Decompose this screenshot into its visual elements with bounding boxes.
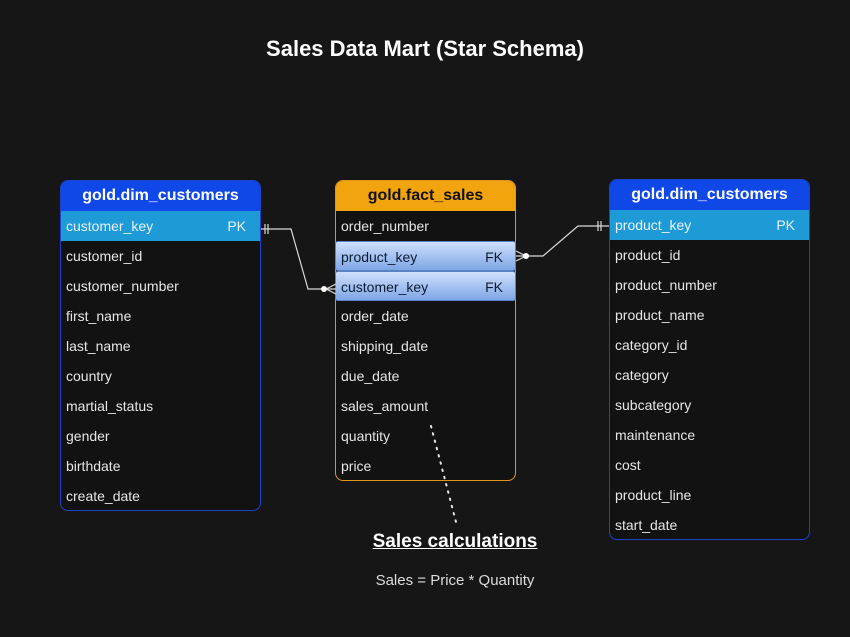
table-row[interactable]: martial_status [61,391,260,421]
table-row[interactable]: quantity [336,421,515,451]
table-header: gold.fact_sales [336,181,515,211]
column-name: price [341,458,372,474]
column-name: product_key [341,249,418,265]
column-name: product_name [615,307,705,323]
table-row-pk[interactable]: product_key PK [610,210,809,240]
table-row[interactable]: last_name [61,331,260,361]
table-row[interactable]: shipping_date [336,331,515,361]
column-name: customer_key [341,279,429,295]
column-name: category_id [615,337,688,353]
column-name: customer_id [66,248,143,264]
column-name: product_number [615,277,717,293]
table-row-pk[interactable]: customer_key PK [61,211,260,241]
table-row[interactable]: category [610,360,809,390]
table-row[interactable]: order_date [336,301,515,331]
column-name: category [615,367,669,383]
column-name: customer_key [66,218,154,234]
column-name: start_date [615,517,678,533]
table-row[interactable]: category_id [610,330,809,360]
annotation-leader [430,425,457,523]
connector-customer-key[interactable] [261,224,337,295]
column-name: order_date [341,308,409,324]
table-row[interactable]: maintenance [610,420,809,450]
column-name: country [66,368,112,384]
table-row-fk[interactable]: product_key FK [335,241,516,271]
table-fact-sales[interactable]: gold.fact_sales order_number product_key… [335,180,516,481]
column-name: product_id [615,247,681,263]
column-name: first_name [66,308,132,324]
note-title: Sales calculations [372,531,538,552]
column-name: shipping_date [341,338,429,354]
table-row[interactable]: customer_number [61,271,260,301]
note-text: Sales = Price * Quantity [375,572,535,589]
column-name: order_number [341,218,429,234]
table-row[interactable]: product_id [610,240,809,270]
table-dim-products[interactable]: gold.dim_customers product_key PK product… [609,179,810,540]
table-row[interactable]: first_name [61,301,260,331]
column-name: create_date [66,488,140,504]
column-name: quantity [341,428,391,444]
column-name: sales_amount [341,398,429,414]
table-row[interactable]: order_number [336,211,515,241]
table-row[interactable]: product_name [610,300,809,330]
table-row-fk[interactable]: customer_key FK [335,271,516,301]
column-name: maintenance [615,427,696,443]
column-name: martial_status [66,398,154,414]
table-row[interactable]: gender [61,421,260,451]
table-row[interactable]: country [61,361,260,391]
column-name: last_name [66,338,131,354]
table-row[interactable]: product_line [610,480,809,510]
table-row[interactable]: start_date [610,510,809,540]
table-row[interactable]: due_date [336,361,515,391]
column-name: subcategory [615,397,692,413]
table-row[interactable]: sales_amount [336,391,515,421]
column-name: product_line [615,487,692,503]
column-name: gender [66,428,110,444]
column-name: birthdate [66,458,121,474]
connector-product-key[interactable] [515,221,609,262]
diagram-title: Sales Data Mart (Star Schema) [266,36,584,61]
table-header: gold.dim_customers [61,181,260,211]
key-badge: FK [485,279,503,295]
table-header: gold.dim_customers [610,180,809,210]
table-row[interactable]: create_date [61,481,260,511]
column-name: due_date [341,368,400,384]
key-badge: PK [227,218,246,234]
column-name: product_key [615,217,692,233]
table-row[interactable]: cost [610,450,809,480]
table-row[interactable]: birthdate [61,451,260,481]
column-name: cost [615,457,641,473]
table-dim-customers[interactable]: gold.dim_customers customer_key PK custom… [60,180,261,511]
table-row[interactable]: subcategory [610,390,809,420]
table-row[interactable]: product_number [610,270,809,300]
column-name: customer_number [66,278,179,294]
key-badge: PK [776,217,795,233]
key-badge: FK [485,249,503,265]
table-row[interactable]: price [336,451,515,481]
table-row[interactable]: customer_id [61,241,260,271]
